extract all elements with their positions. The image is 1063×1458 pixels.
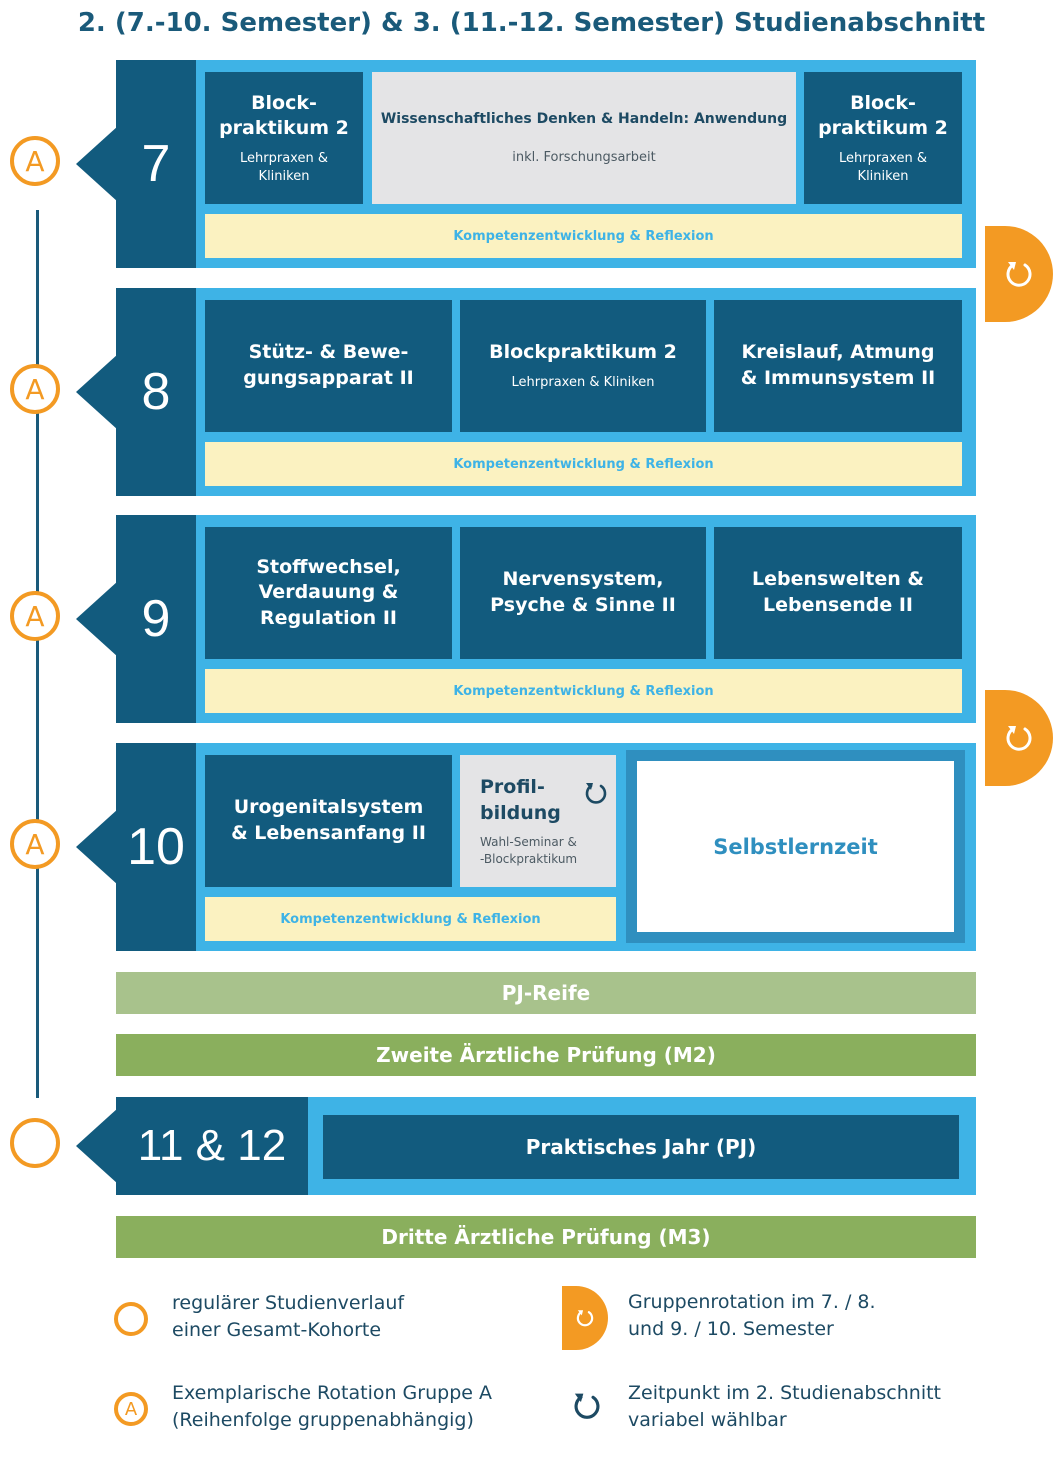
semester-7-pointer — [76, 126, 118, 202]
semester-9-pointer — [76, 581, 118, 657]
legend-group-a-text: Exemplarische Rotation Gruppe A (Reihenf… — [172, 1382, 492, 1431]
semester-7-module-blockpraktikum-left: Block- praktikum 2 Lehrpraxen & Kliniken — [205, 72, 363, 204]
legend-rotation-icon — [562, 1286, 608, 1350]
rotate-arrow-icon — [1006, 262, 1032, 287]
module-subtitle: Lehrpraxen & Kliniken — [240, 151, 328, 184]
rotate-arrow-icon — [585, 783, 607, 804]
module-title: Nervensystem, Psyche & Sinne II — [490, 568, 676, 616]
module-subtitle: inkl. Forschungsarbeit — [512, 149, 656, 165]
legend-rotation-text: Gruppenrotation im 7. / 8. und 9. / 10. … — [628, 1291, 876, 1340]
semester-7-module-wissenschaft: Wissenschaftliches Denken & Handeln: Anw… — [372, 72, 796, 204]
pj-reife-bar: PJ-Reife — [116, 972, 976, 1014]
semester-8-kompetenz-bar: Kompetenzentwicklung & Reflexion — [205, 442, 962, 486]
semester-9-module-lebenswelten: Lebenswelten & Lebensende II — [714, 527, 962, 659]
module-title: Blockpraktikum 2 — [489, 341, 677, 364]
module-title: Stütz- & Bewe- gungsapparat II — [243, 341, 414, 389]
legend-regular-text: regulärer Studienverlauf einer Gesamt-Ko… — [172, 1292, 405, 1341]
semester-8-module-kreislauf: Kreislauf, Atmung & Immunsystem II — [714, 300, 962, 432]
m2-exam-bar: Zweite Ärztliche Prüfung (M2) — [116, 1034, 976, 1076]
module-subtitle: Wahl-Seminar & -Blockpraktikum — [480, 835, 578, 866]
module-title: Block- praktikum 2 — [818, 91, 948, 140]
semester-7-kompetenz-bar: Kompetenzentwicklung & Reflexion — [205, 214, 962, 258]
semester-10-marker-icon: A — [10, 819, 60, 869]
semester-10-selbstlernzeit: Selbstlernzeit — [637, 761, 954, 932]
semester-10-module-profilbildung: Profil- bildung Wahl-Seminar & -Blockpra… — [460, 755, 616, 887]
module-subtitle: Lehrpraxen & Kliniken — [839, 151, 927, 184]
module-title: Kreislauf, Atmung & Immunsystem II — [740, 341, 936, 389]
semester-9-number: 9 — [116, 515, 196, 723]
group-rotation-7-8-icon — [985, 226, 1053, 322]
module-subtitle: Lehrpraxen & Kliniken — [511, 375, 655, 391]
module-title: Wissenschaftliches Denken & Handeln: Anw… — [380, 110, 788, 127]
legend-regular-circle-icon — [114, 1302, 148, 1336]
semester-10-pointer — [76, 809, 118, 885]
rotate-arrow-icon — [574, 1393, 600, 1419]
semester-9-marker-icon: A — [10, 591, 60, 641]
semester-7-module-blockpraktikum-right: Block- praktikum 2 Lehrpraxen & Kliniken — [804, 72, 962, 204]
semester-8-module-stuetz: Stütz- & Bewe- gungsapparat II — [205, 300, 452, 432]
module-title: Stoffwechsel, Verdauung & Regulation II — [256, 555, 401, 629]
module-title: Block- praktikum 2 — [219, 91, 349, 140]
timeline-line — [36, 210, 39, 1098]
semester-9-kompetenz-bar: Kompetenzentwicklung & Reflexion — [205, 669, 962, 713]
group-rotation-9-10-icon — [985, 690, 1053, 786]
semester-7-marker-icon: A — [10, 136, 60, 186]
legend-group-a-icon: A — [114, 1392, 148, 1426]
m3-exam-bar: Dritte Ärztliche Prüfung (M3) — [116, 1216, 976, 1258]
semester-8-number: 8 — [116, 288, 196, 496]
pj-marker-icon — [10, 1118, 60, 1168]
semester-10-module-urogenital: Urogenitalsystem & Lebensanfang II — [205, 755, 452, 887]
legend-variable-icon — [570, 1390, 604, 1424]
semester-9-module-stoffwechsel: Stoffwechsel, Verdauung & Regulation II — [205, 527, 452, 659]
semester-8-marker-icon: A — [10, 364, 60, 414]
semester-8-module-blockpraktikum: Blockpraktikum 2 Lehrpraxen & Kliniken — [460, 300, 706, 432]
semester-10-kompetenz-bar: Kompetenzentwicklung & Reflexion — [205, 897, 616, 941]
semester-8-pointer — [76, 354, 118, 430]
legend-variable-text: Zeitpunkt im 2. Studienabschnitt variabe… — [628, 1382, 941, 1431]
variable-time-icon — [582, 780, 610, 808]
pj-pointer — [76, 1108, 118, 1184]
pj-semester-number: 11 & 12 — [116, 1097, 308, 1195]
module-title: Urogenitalsystem & Lebensanfang II — [231, 796, 426, 844]
module-title: Lebenswelten & Lebensende II — [752, 568, 924, 616]
module-title: Profil- bildung — [480, 776, 561, 824]
page-title: 2. (7.-10. Semester) & 3. (11.-12. Semes… — [77, 8, 986, 38]
semester-7-number: 7 — [116, 60, 196, 268]
rotate-arrow-icon — [1006, 726, 1032, 751]
pj-label: Praktisches Jahr (PJ) — [323, 1115, 959, 1179]
semester-9-module-nervensystem: Nervensystem, Psyche & Sinne II — [460, 527, 706, 659]
rotate-arrow-icon — [576, 1310, 594, 1327]
semester-10-number: 10 — [116, 743, 196, 951]
